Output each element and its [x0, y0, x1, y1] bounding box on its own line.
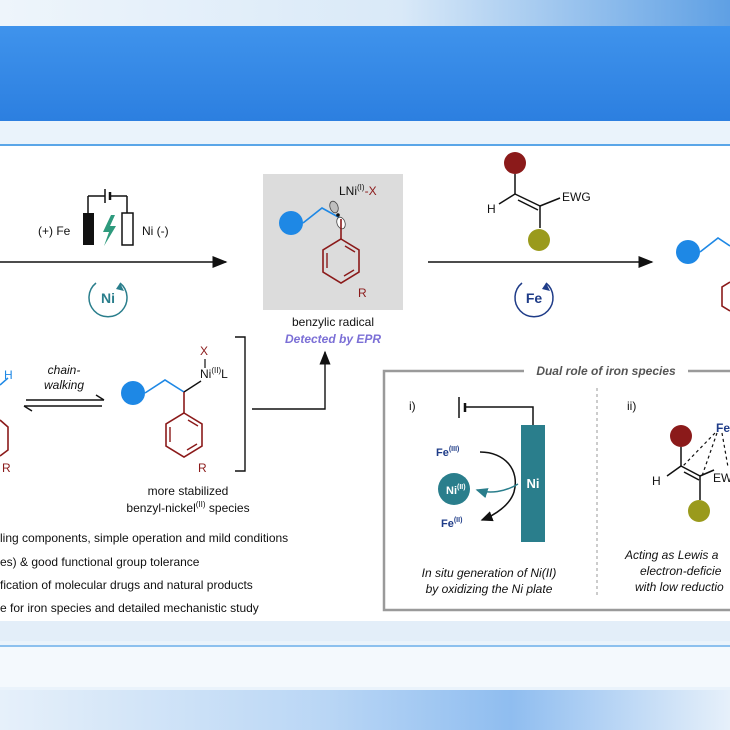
chain-walking-label-2: walking — [44, 378, 84, 392]
product-ball — [676, 240, 700, 264]
chain-walking-section: H R chain- walking X Ni(II)L R more stab… — [0, 336, 331, 515]
ni2-label: Ni(II) — [446, 484, 466, 497]
arrow-to-radical — [252, 350, 331, 410]
panel-ii-label: ii) — [627, 399, 636, 413]
top-background — [0, 0, 730, 30]
nickel-species-ring — [165, 412, 203, 458]
ewg-label: EWG — [562, 190, 591, 204]
fe-cycle-icon: Fe — [514, 282, 554, 318]
dual-role-title: Dual role of iron species — [536, 364, 676, 378]
reduction-arrow — [479, 451, 516, 522]
ni-plate-label: Ni — [527, 476, 540, 491]
radical-r-label: R — [358, 286, 367, 300]
p-orbital-top — [329, 200, 339, 214]
panel-ii-h-label: H — [652, 474, 661, 488]
chain-walking-label-1: chain- — [48, 363, 81, 377]
alkyl-chain — [302, 207, 341, 224]
bracket — [235, 336, 246, 472]
equilibrium-arrows — [23, 394, 105, 412]
nickel-species-r: R — [198, 461, 207, 475]
lightning-icon — [103, 215, 116, 246]
ni-x-label: X — [200, 344, 208, 358]
panel-ii-red-ball — [670, 425, 692, 447]
feature-list: ling components, simple operation and mi… — [0, 531, 288, 615]
lower-band — [0, 621, 730, 641]
cathode-label: Ni (-) — [142, 224, 169, 238]
radical-intermediate: LNi(I)-X R benzylic radical Detected by … — [263, 174, 403, 346]
product-ring-partial — [721, 281, 730, 312]
ni2-ball — [438, 473, 470, 505]
feature-2: es) & good functional group tolerance — [0, 555, 200, 569]
panel-i-caption-2: by oxidizing the Ni plate — [426, 582, 553, 596]
radical-box — [263, 174, 403, 310]
header-banner — [0, 26, 730, 121]
radical-caption: benzylic radical — [292, 315, 374, 329]
panel-ii-caption-1: Acting as Lewis a — [624, 548, 719, 562]
fe2-label: Fe(II) — [441, 517, 462, 530]
panel-i-label: i) — [409, 399, 416, 413]
ni-cycle-label: Ni — [101, 290, 115, 306]
upper-band — [0, 121, 730, 144]
bottom-background — [0, 690, 730, 730]
radical-ligand-label: LNi(I)-X — [339, 183, 377, 198]
feature-4: e for iron species and detailed mechanis… — [0, 601, 259, 615]
ni-ligand-label: Ni(II)L — [200, 366, 228, 381]
chain-h-label: H — [4, 368, 13, 382]
panel-ii-caption-3: with low reductio — [635, 580, 724, 594]
alkene-substituent-red — [504, 152, 526, 174]
fe3-label: Fe(III) — [436, 446, 459, 459]
product-chain — [699, 237, 730, 253]
phenyl-ring — [322, 238, 360, 284]
fe-cycle-label: Fe — [526, 290, 543, 306]
feature-1: ling components, simple operation and mi… — [0, 531, 288, 545]
panel-ii-ewg-label: EW — [713, 471, 730, 485]
ni-plate — [521, 425, 545, 542]
oxidation-arrow — [475, 483, 519, 499]
panel-ii-caption-2: electron-deficie — [640, 564, 722, 578]
radical-dot — [336, 213, 340, 217]
substrate-ball — [279, 211, 303, 235]
epr-detection-label: Detected by EPR — [285, 332, 381, 346]
panel-i-caption-1: In situ generation of Ni(II) — [422, 566, 557, 580]
nickel-species-ball — [121, 381, 145, 405]
alkene-step: H EWG Fe — [428, 152, 730, 318]
panel-ii-fe-label: Fe — [716, 421, 730, 435]
anode-label: (+) Fe — [38, 224, 71, 238]
nickel-caption-2: benzyl-nickel(II) species — [126, 500, 249, 515]
footer-strip — [0, 645, 730, 687]
partial-r-label: R — [2, 461, 11, 475]
alkene-substituent-olive — [528, 229, 550, 251]
panel-ii-olive-ball — [688, 500, 710, 522]
dual-role-panel: Dual role of iron species i) Ni Fe(III) … — [382, 364, 730, 612]
electrolysis-step: (+) Fe Ni (-) Ni — [0, 189, 228, 318]
nickel-caption-1: more stabilized — [148, 484, 229, 498]
ni-cycle-icon: Ni — [88, 282, 128, 318]
feature-3: fication of molecular drugs and natural … — [0, 578, 253, 592]
battery-icon — [83, 189, 134, 246]
alkene-h-label: H — [487, 202, 496, 216]
